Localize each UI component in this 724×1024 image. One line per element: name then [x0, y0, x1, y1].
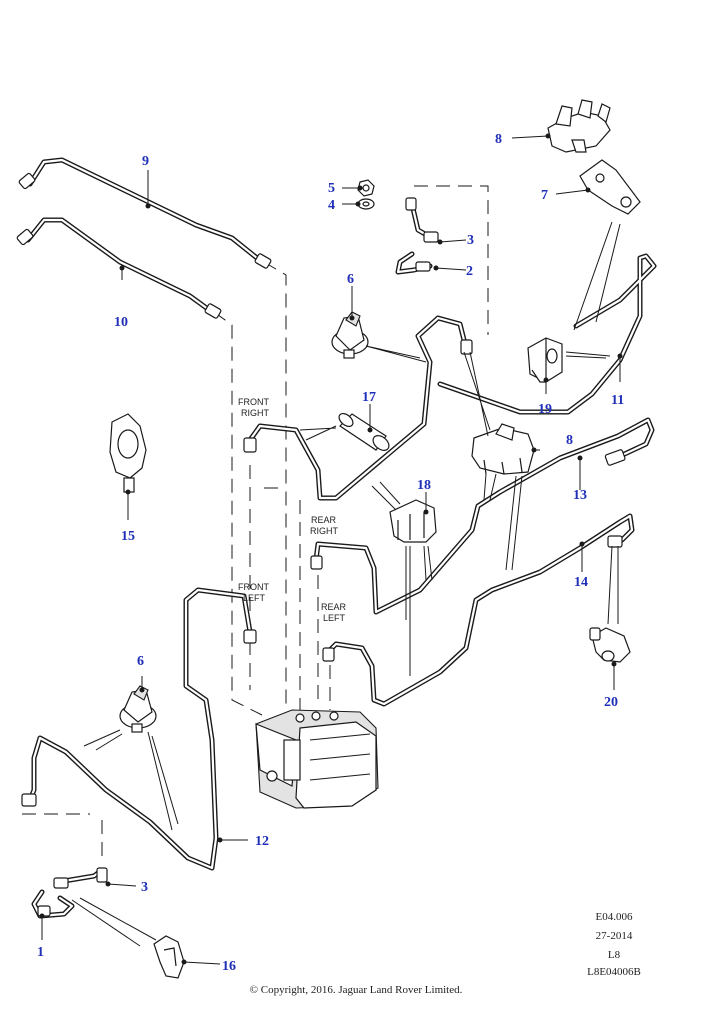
- callout-10: 10: [114, 315, 128, 330]
- leader-lines: [41, 135, 621, 965]
- clip-16: [153, 935, 185, 979]
- reference-line-4: L8E04006B: [587, 966, 641, 978]
- callout-8-lower: 8: [566, 433, 573, 448]
- label-front-left-2: LEFT: [243, 593, 266, 603]
- callout-16: 16: [222, 959, 236, 974]
- pipe-11: [243, 253, 657, 501]
- clip-15: [109, 413, 147, 493]
- pipe-2-upper: [395, 251, 433, 275]
- callout-13: 13: [573, 488, 587, 503]
- abs-modulator-unit: [255, 709, 379, 809]
- reference-line-2: 27-2014: [596, 930, 633, 942]
- callout-9: 9: [142, 154, 149, 169]
- callout-3-upper: 3: [467, 233, 474, 248]
- pipe-14: [322, 513, 635, 707]
- callout-19: 19: [538, 402, 552, 417]
- clip-19: [527, 337, 563, 383]
- callout-17: 17: [362, 390, 376, 405]
- pipe-10: [16, 217, 222, 319]
- reference-line-1: E04.006: [596, 911, 633, 923]
- callout-12: 12: [255, 834, 269, 849]
- pipe-1: [31, 867, 108, 919]
- bracket-7: [579, 159, 641, 215]
- callout-6-upper: 6: [347, 272, 354, 287]
- label-rear-right-2: RIGHT: [310, 526, 339, 536]
- callout-20: 20: [604, 695, 618, 710]
- clip-8-middle: [471, 423, 535, 475]
- callout-3-lower: 3: [141, 880, 148, 895]
- callout-7: 7: [541, 188, 548, 203]
- callout-14: 14: [574, 575, 588, 590]
- callout-4: 4: [328, 198, 335, 213]
- label-front-right-2: RIGHT: [241, 408, 270, 418]
- reference-block: E04.006 27-2014 L8 L8E04006B: [587, 911, 641, 978]
- callout-5: 5: [328, 181, 335, 196]
- callout-11: 11: [611, 393, 624, 408]
- pipe-13: [310, 417, 655, 615]
- callout-18: 18: [417, 478, 431, 493]
- label-front-left-1: FRONT: [238, 582, 269, 592]
- pipe-9: [18, 157, 272, 269]
- dashed-guides: [22, 185, 489, 862]
- label-rear-left-1: REAR: [321, 602, 347, 612]
- label-front-right-1: FRONT: [238, 397, 269, 407]
- callout-1: 1: [37, 945, 44, 960]
- reference-line-3: L8: [608, 949, 621, 961]
- clip-18: [389, 499, 437, 543]
- callout-numbers: 1 2 3 3 4 5 6 6 7 8 8 9 10 11 12 13 14 1…: [37, 132, 624, 974]
- callout-2: 2: [466, 264, 473, 279]
- clip-8-top: [547, 99, 611, 153]
- callout-8-upper: 8: [495, 132, 502, 147]
- callout-15: 15: [121, 529, 135, 544]
- nut-5: [357, 179, 375, 197]
- pipe-12: [21, 587, 257, 871]
- label-rear-right-1: REAR: [311, 515, 337, 525]
- leader-dots: [39, 133, 623, 965]
- connector-20: [589, 627, 631, 663]
- copyright-notice: © Copyright, 2016. Jaguar Land Rover Lim…: [250, 984, 463, 996]
- label-rear-left-2: LEFT: [323, 613, 346, 623]
- grommet-6-upper: [331, 311, 369, 359]
- region-labels: FRONT RIGHT REAR RIGHT FRONT LEFT REAR L…: [238, 397, 347, 623]
- grommet-6-lower: [119, 685, 157, 733]
- callout-6-lower: 6: [137, 654, 144, 669]
- sleeve-17: [338, 412, 390, 451]
- pipe-3-upper: [405, 197, 439, 243]
